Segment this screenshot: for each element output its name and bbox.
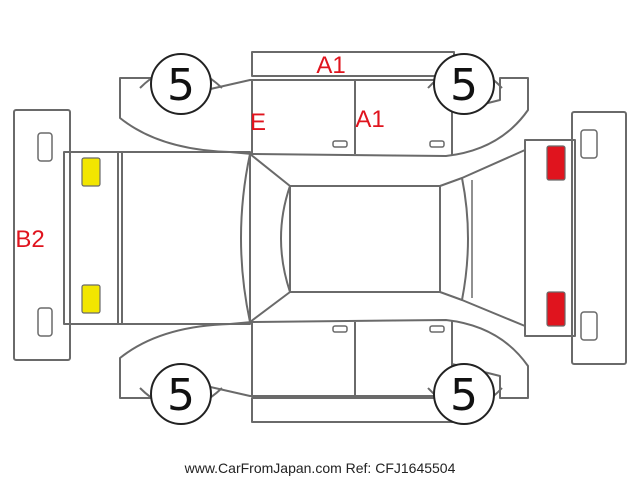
front-bumper bbox=[13, 109, 71, 361]
damage-label-rear-door: A1 bbox=[355, 106, 384, 133]
tire-grade-rear-right: 5 bbox=[450, 60, 478, 111]
tire-front-left: 5 bbox=[150, 363, 212, 425]
tire-front-right: 5 bbox=[150, 53, 212, 115]
damage-label-roof-edge: A1 bbox=[316, 52, 345, 79]
damage-label-front-door: E bbox=[250, 109, 266, 136]
damage-label-front-bumper: B2 bbox=[15, 226, 44, 253]
tire-grade-rear-left: 5 bbox=[450, 370, 478, 421]
windshield bbox=[240, 153, 291, 323]
hood-panel bbox=[63, 151, 251, 325]
tire-rear-right: 5 bbox=[433, 53, 495, 115]
front-right-lamp bbox=[81, 157, 101, 187]
reference-footer: www.CarFromJapan.com Ref: CFJ1645504 bbox=[184, 460, 456, 476]
rear-lamps bbox=[546, 145, 566, 327]
roof-panel bbox=[289, 185, 441, 293]
tire-grade-front-right: 5 bbox=[167, 60, 195, 111]
rear-section bbox=[524, 139, 576, 337]
tire-grade-front-left: 5 bbox=[167, 370, 195, 421]
tire-rear-left: 5 bbox=[433, 363, 495, 425]
rear-right-lamp bbox=[546, 145, 566, 181]
front-left-lamp bbox=[81, 284, 101, 314]
rear-bumper bbox=[571, 111, 627, 365]
rear-glass bbox=[439, 149, 526, 327]
front-lamps bbox=[81, 157, 101, 314]
rear-left-lamp bbox=[546, 291, 566, 327]
